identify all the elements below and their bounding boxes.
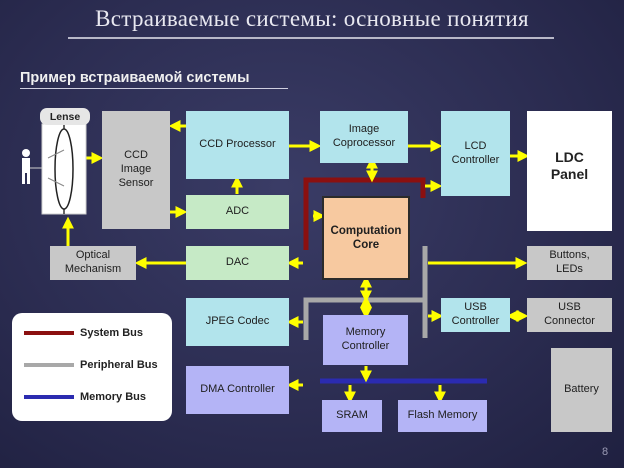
slide-subtitle: Пример встраиваемой системы [20, 70, 250, 86]
ldc-panel-label: LDC Panel [550, 149, 589, 182]
flash-memory: Flash Memory [398, 400, 487, 432]
sram: SRAM [322, 400, 382, 432]
system-bus-swatch [24, 331, 74, 335]
ccd-image-sensor: CCD Image Sensor [102, 111, 170, 229]
peripheral-bus-swatch [24, 363, 74, 367]
lens-icon [41, 123, 87, 215]
peripheral-bus-line [303, 297, 425, 340]
memory-bus-swatch [24, 395, 74, 399]
subtitle-underline [20, 88, 288, 89]
legend-system-bus: System Bus [24, 327, 143, 339]
dac: DAC [186, 246, 289, 280]
buttons-leds: Buttons, LEDs [527, 246, 612, 280]
slide-title: Встраиваемые системы: основные понятия [95, 6, 529, 31]
dma-controller: DMA Controller [186, 366, 289, 414]
usb-controller: USB Controller [441, 298, 510, 332]
legend-peripheral-bus-label: Peripheral Bus [80, 359, 158, 371]
lcd-controller: LCD Controller [441, 111, 510, 196]
battery: Battery [551, 348, 612, 432]
legend-system-bus-label: System Bus [80, 327, 143, 339]
legend-peripheral-bus: Peripheral Bus [24, 359, 158, 371]
jpeg-codec: JPEG Codec [186, 298, 289, 346]
page-number: 8 [602, 446, 609, 458]
title-underline [68, 37, 554, 39]
data-flow-arrows [62, 120, 530, 404]
system-bus-line [303, 177, 426, 250]
memory-controller: Memory Controller [323, 315, 408, 365]
optical-mechanism: Optical Mechanism [50, 246, 136, 280]
adc: ADC [186, 195, 289, 229]
legend-memory-bus: Memory Bus [24, 391, 146, 403]
person-icon [22, 149, 30, 184]
image-coprocessor: Image Coprocessor [320, 111, 408, 163]
bus-legend: System Bus Peripheral Bus Memory Bus [12, 313, 172, 421]
computation-core: Computation Core [322, 196, 410, 280]
lense-label: Lense [40, 108, 90, 125]
legend-memory-bus-label: Memory Bus [80, 391, 147, 403]
ldc-panel: LDC Panel [527, 111, 612, 231]
ccd-processor: CCD Processor [186, 111, 289, 179]
usb-connector: USB Connector [527, 298, 612, 332]
